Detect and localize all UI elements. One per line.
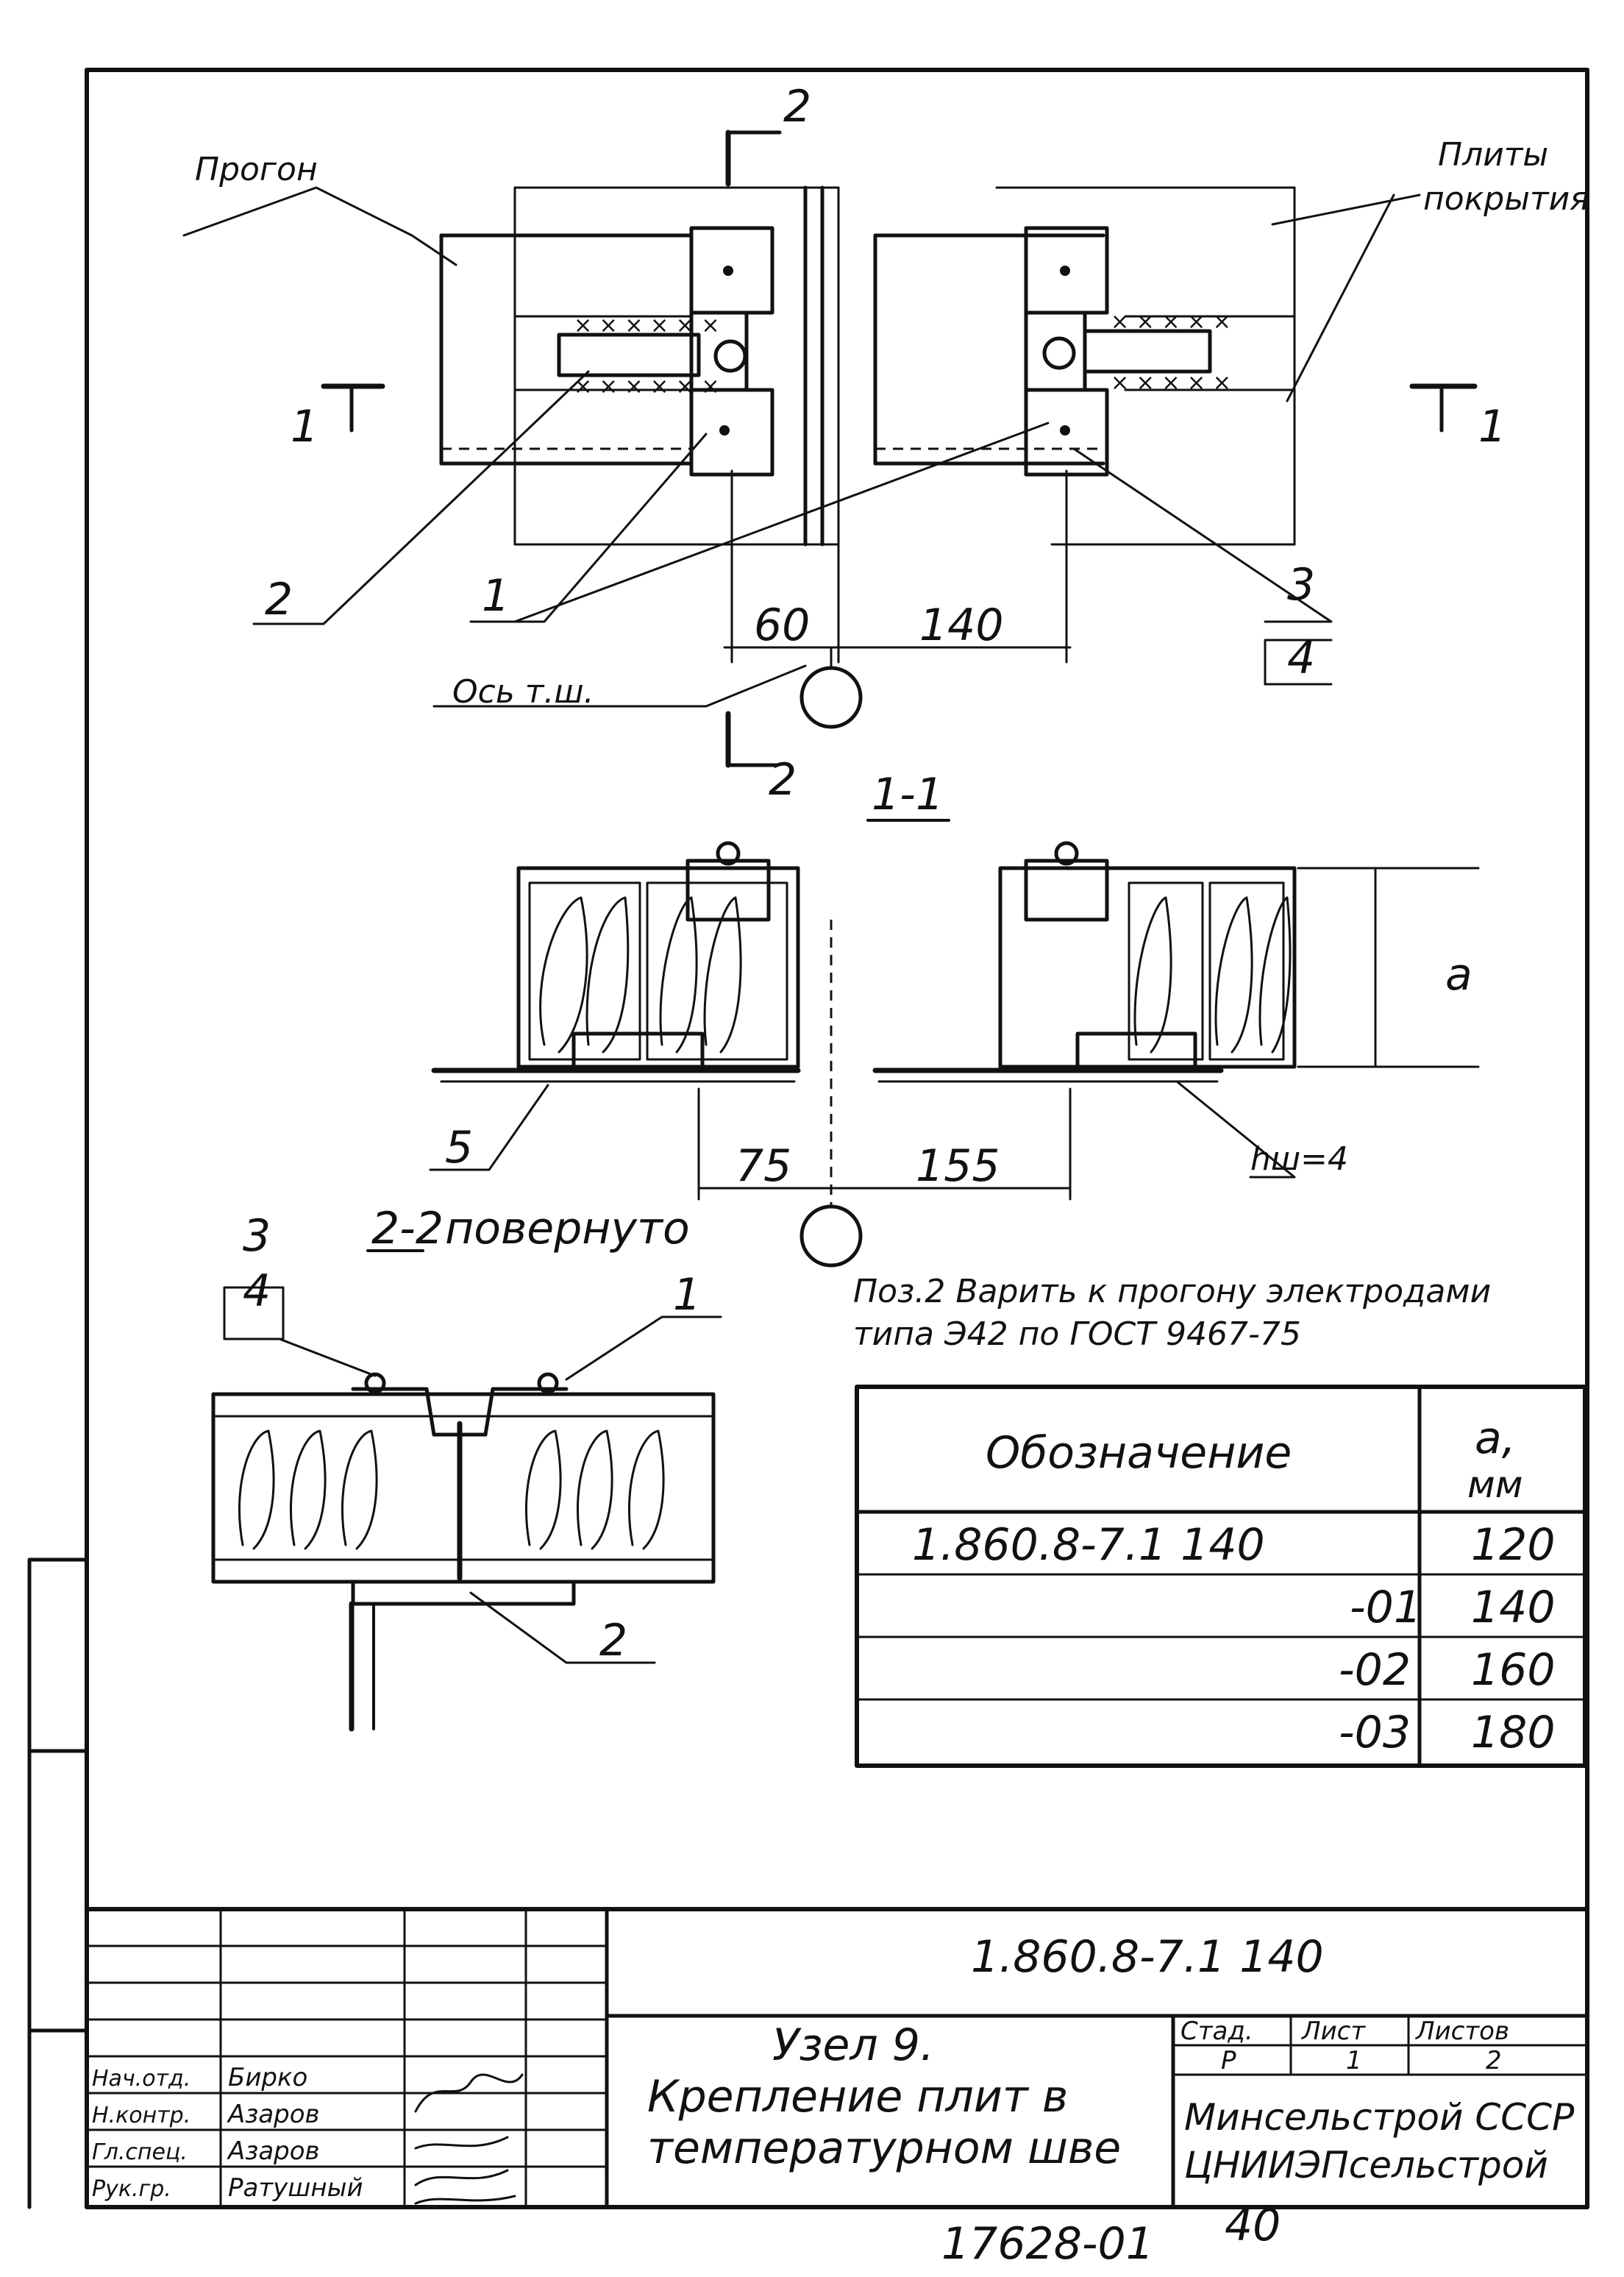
svg-text:× × × × ×: × × × × ×	[1111, 309, 1231, 335]
role-0: Нач.отд.	[92, 2066, 190, 2092]
org-line-1: Минсельстрой СССР	[1184, 2096, 1575, 2139]
svg-text:× × × × ×: × × × × ×	[1111, 370, 1231, 396]
dim-75: 75	[736, 1140, 791, 1192]
section-2-2	[211, 1249, 722, 1732]
svg-text:× × × × × ×: × × × × × ×	[574, 374, 720, 399]
note-line-1: Поз.2 Варить к прогону электродами	[853, 1273, 1491, 1310]
title-line-2: Крепление плит в	[647, 2071, 1068, 2123]
section-2-2-title: 2-2	[371, 1203, 444, 1254]
stage-value: Р	[1221, 2046, 1236, 2075]
signature-azarov-1	[414, 2136, 509, 2150]
callout-1-plan: 1	[482, 570, 510, 622]
name-1: Азаров	[227, 2100, 320, 2129]
callout-3-section: 3	[243, 1210, 271, 1262]
dim-60: 60	[754, 600, 810, 651]
org-line-2: ЦНИИЭПсельстрой	[1184, 2144, 1548, 2187]
section-mark-2-bottom: 2	[769, 754, 797, 806]
weld-label: hш=4	[1250, 1140, 1348, 1178]
page-number: 40	[1225, 2200, 1281, 2251]
callout-1-section: 1	[673, 1269, 701, 1321]
note-line-2: типа Э42 по ГОСТ 9467-75	[853, 1315, 1301, 1353]
role-3: Рук.гр.	[92, 2176, 171, 2202]
table-row-0-designation: 1.860.8-7.1 140	[912, 1519, 1265, 1571]
inventory-number: 17628-01	[941, 2218, 1154, 2270]
dim-140: 140	[919, 600, 1004, 651]
role-1: Н.контр.	[92, 2103, 190, 2128]
table-row-0-a: 120	[1471, 1519, 1556, 1571]
label-pokrytiya: покрытия	[1423, 180, 1589, 218]
table-row-3-a: 180	[1471, 1707, 1556, 1758]
dim-a: a	[1445, 949, 1472, 1001]
table-row-1-designation: -01	[1350, 1582, 1422, 1633]
stage-header: Стад.	[1180, 2017, 1253, 2046]
dim-155: 155	[916, 1140, 1000, 1192]
sheets-value: 2	[1486, 2046, 1502, 2075]
label-plity: Плиты	[1438, 136, 1548, 174]
name-0: Бирко	[228, 2063, 307, 2092]
section-1-1-title: 1-1	[872, 769, 944, 820]
name-2: Азаров	[227, 2136, 320, 2166]
name-3: Ратушный	[228, 2173, 363, 2203]
signature-birko	[414, 2073, 524, 2113]
drawing-frame	[27, 68, 1589, 2209]
section-1-1	[429, 819, 1480, 1268]
label-axis-seam: Ось т.ш.	[452, 673, 594, 711]
title-block	[85, 1907, 1589, 2209]
spec-table	[855, 1385, 1587, 1768]
signature-ratushny	[414, 2195, 516, 2205]
section-2-2-suffix: повернуто	[445, 1203, 690, 1254]
section-mark-1-right: 1	[1478, 401, 1506, 452]
callout-2-section: 2	[599, 1615, 627, 1666]
sheet-value: 1	[1346, 2046, 1362, 2075]
signature-azarov-2	[414, 2169, 509, 2187]
table-row-1-a: 140	[1471, 1582, 1556, 1633]
table-row-2-designation: -02	[1339, 1644, 1411, 1696]
table-header-a: a,	[1475, 1413, 1516, 1464]
table-row-2-a: 160	[1471, 1644, 1556, 1696]
table-row-3-designation: -03	[1339, 1707, 1411, 1758]
sheets-header: Листов	[1414, 2017, 1509, 2046]
section-mark-1-left: 1	[291, 401, 318, 452]
title-line-1: Узел 9.	[772, 2020, 934, 2071]
document-code: 1.860.8-7.1 140	[971, 1931, 1324, 1983]
callout-5: 5	[445, 1122, 473, 1173]
callout-4-section: 4	[243, 1265, 271, 1317]
sheet-header: Лист	[1300, 2017, 1366, 2046]
table-header-unit: мм	[1467, 1463, 1522, 1506]
callout-3-plan: 3	[1287, 559, 1315, 611]
table-header-designation: Обозначение	[986, 1427, 1292, 1479]
section-mark-2-top: 2	[783, 81, 811, 132]
svg-text:× × × × × ×: × × × × × ×	[574, 313, 720, 338]
plan-view: × × × × × × × × × × × × × × × × × × × × …	[182, 129, 1478, 768]
role-2: Гл.спец.	[92, 2139, 188, 2165]
label-progon: Прогон	[195, 151, 318, 188]
title-line-3: температурном шве	[647, 2123, 1121, 2174]
callout-4-plan: 4	[1287, 633, 1315, 684]
callout-2-plan: 2	[265, 574, 293, 625]
